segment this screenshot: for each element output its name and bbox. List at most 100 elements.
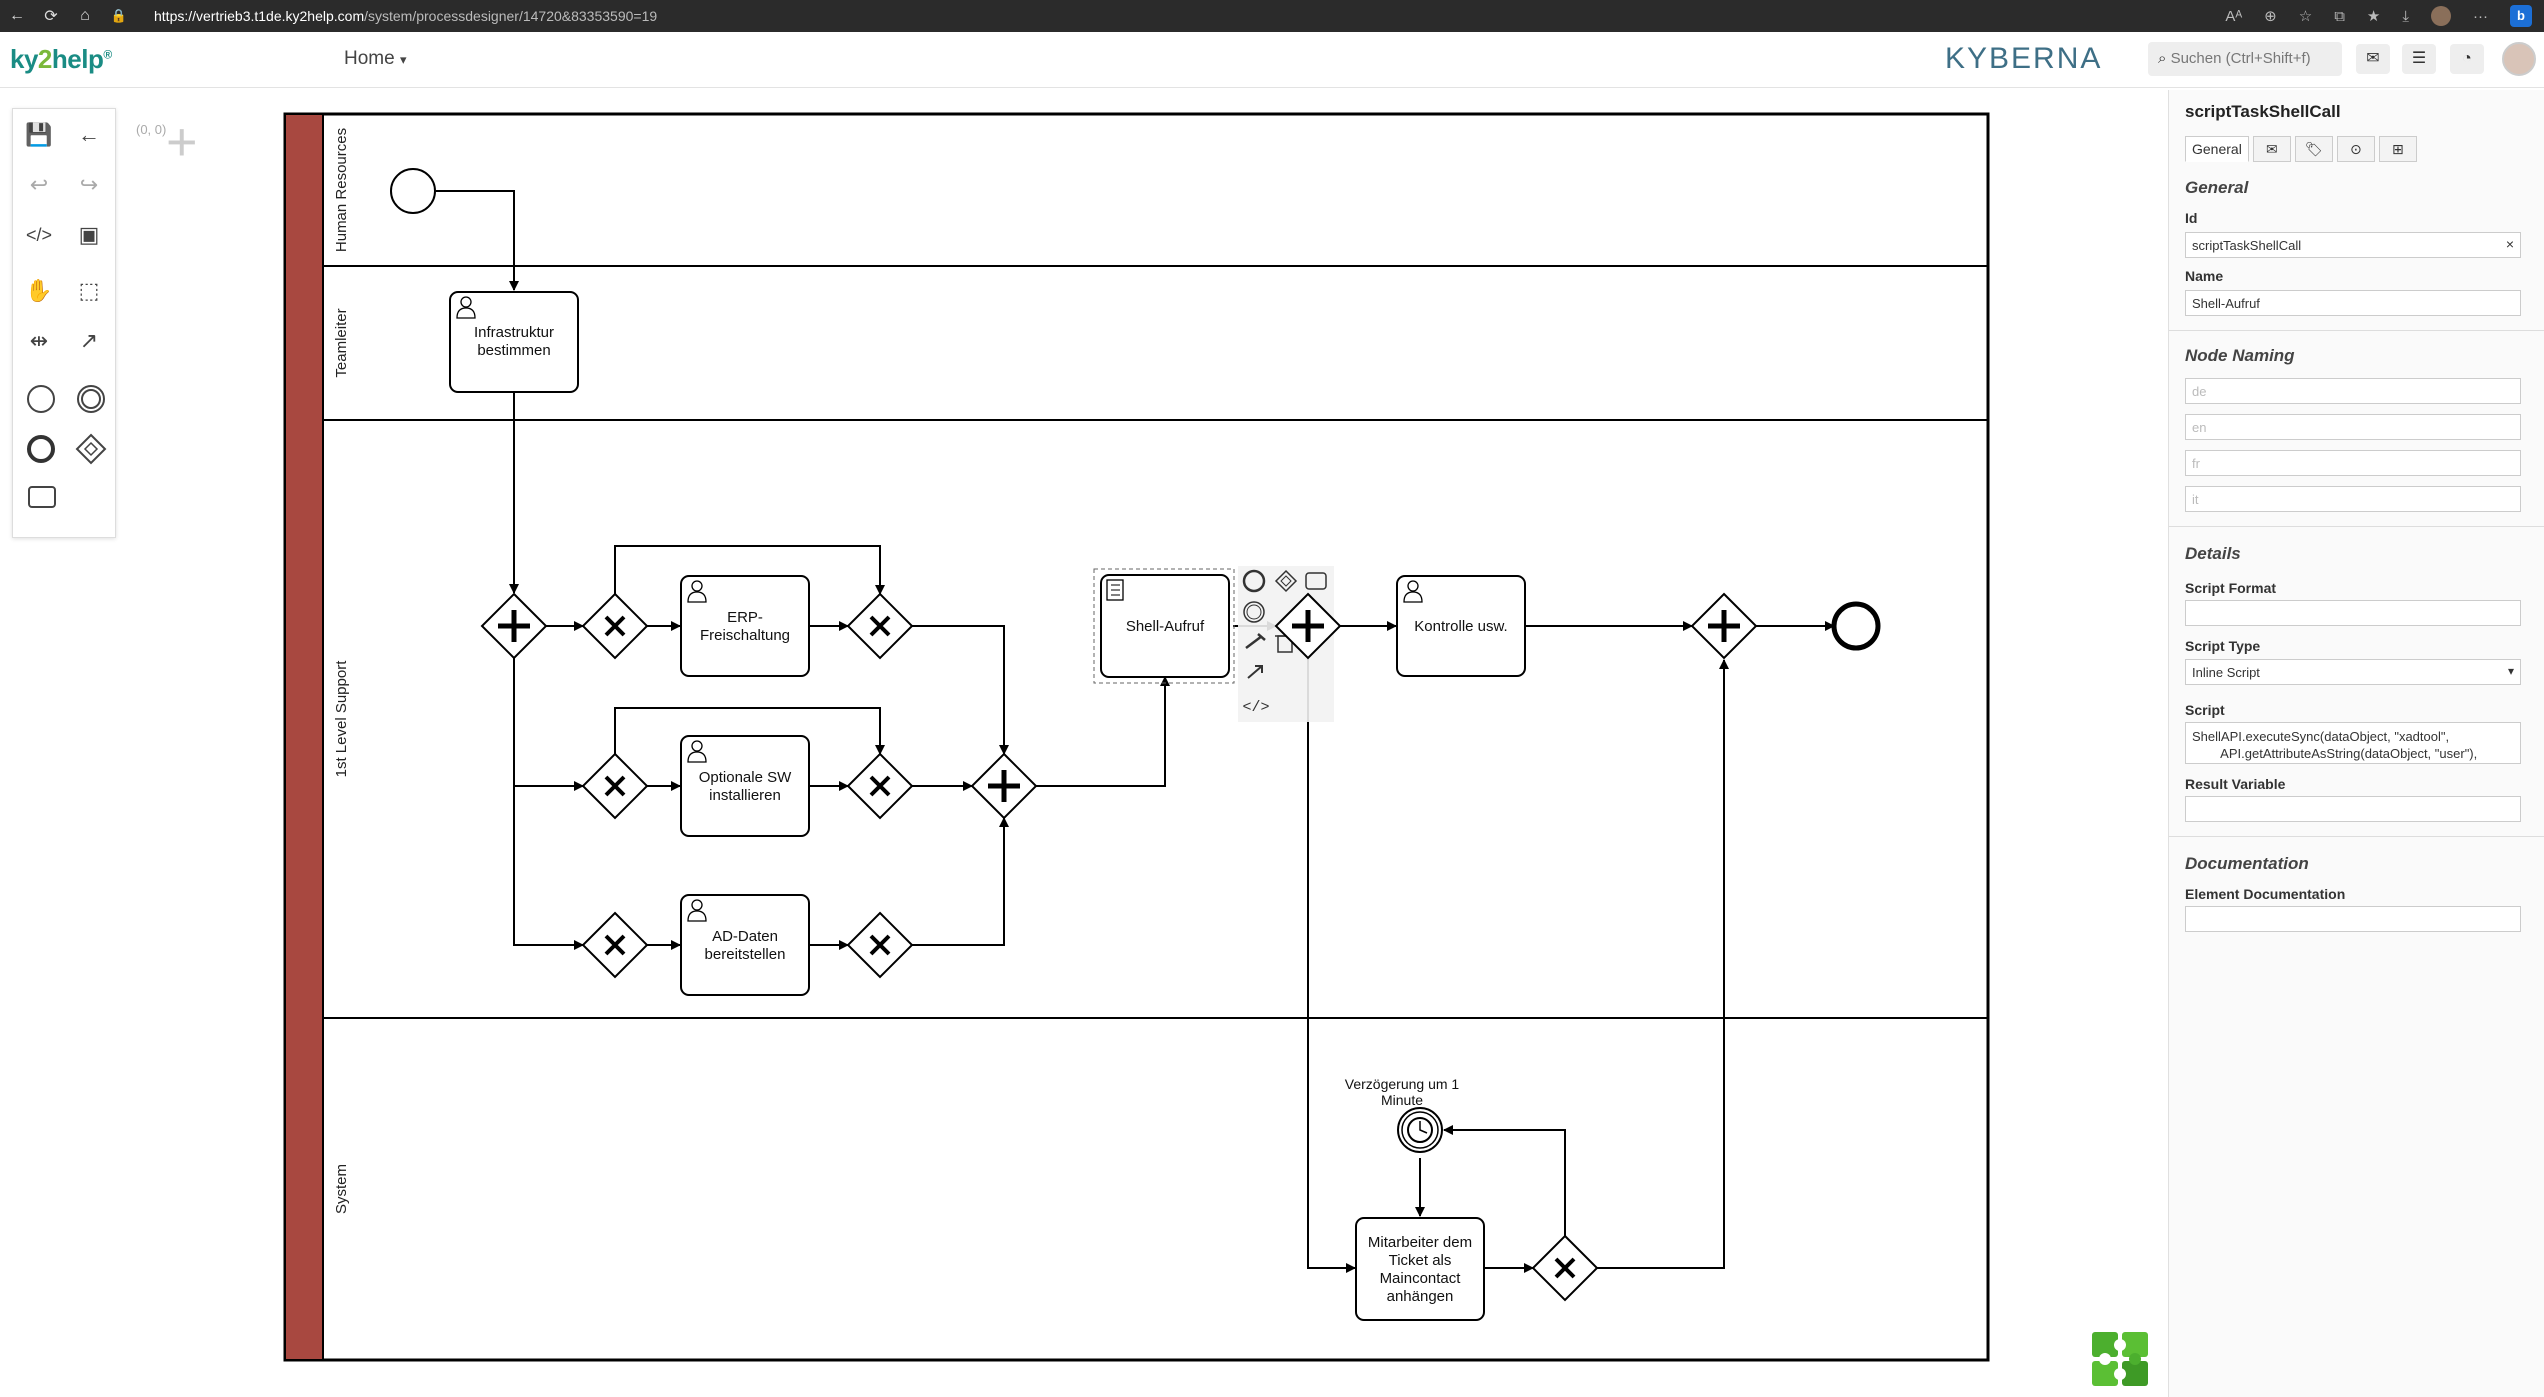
origin-crosshair-icon: + bbox=[166, 112, 198, 172]
exclusive-gateway-ad-out[interactable] bbox=[846, 911, 914, 979]
image-icon[interactable]: ▣ bbox=[78, 222, 100, 247]
task-mitarbeiter-maincontact[interactable]: Mitarbeiter dem Ticket als Maincontact a… bbox=[1355, 1217, 1485, 1321]
exclusive-gateway-loop[interactable] bbox=[1531, 1234, 1599, 1302]
script-type-label: Script Type bbox=[2185, 638, 2261, 654]
id-field[interactable]: scriptTaskShellCall× bbox=[2185, 232, 2521, 258]
append-end-event-icon[interactable] bbox=[1242, 569, 1266, 593]
favorites-icon[interactable]: ★ bbox=[2366, 8, 2381, 25]
dashboard-icon[interactable]: ◔ bbox=[2450, 44, 2484, 74]
naming-de-field[interactable]: de bbox=[2185, 378, 2521, 404]
lasso-tool-icon[interactable]: ⬚ bbox=[78, 278, 100, 303]
lane-label-1st-level-support[interactable]: 1st Level Support bbox=[333, 660, 350, 778]
result-variable-field[interactable] bbox=[2185, 796, 2521, 822]
address-bar[interactable]: https://vertrieb3.t1de.ky2help.com/syste… bbox=[154, 8, 657, 24]
inbox-icon[interactable]: ✉ bbox=[2356, 44, 2390, 74]
connect-arrow-icon[interactable] bbox=[1247, 665, 1263, 679]
back-arrow-icon[interactable]: ← bbox=[78, 122, 100, 147]
task-ad-daten-bereitstellen[interactable]: AD-Daten bereitstellen bbox=[680, 894, 810, 996]
pool-header-bar[interactable] bbox=[284, 113, 324, 1361]
task-optionale-sw-installieren[interactable]: Optionale SW installieren bbox=[680, 735, 810, 837]
exclusive-gateway-erp-out[interactable] bbox=[846, 592, 914, 660]
append-gateway-icon[interactable] bbox=[1274, 569, 1298, 593]
name-field[interactable]: Shell-Aufruf bbox=[2185, 290, 2521, 316]
ky2help-logo[interactable]: ky2help® bbox=[10, 44, 112, 74]
user-task-icon bbox=[456, 296, 476, 319]
bing-icon[interactable]: b bbox=[2510, 5, 2532, 27]
download-icon[interactable]: ⤓ bbox=[2402, 7, 2409, 25]
chevron-down-icon: ▾ bbox=[399, 52, 407, 67]
coordinate-readout: (0, 0) bbox=[136, 122, 167, 137]
gateway-tool-icon[interactable] bbox=[75, 433, 107, 465]
clear-icon[interactable]: × bbox=[2505, 236, 2514, 252]
script-format-field[interactable] bbox=[2185, 600, 2521, 626]
parallel-gateway-final-join[interactable] bbox=[1690, 592, 1758, 660]
parallel-gateway-after-shell[interactable] bbox=[1274, 592, 1342, 660]
save-icon[interactable]: 💾 bbox=[25, 122, 53, 147]
undo-icon[interactable]: ↩ bbox=[29, 172, 49, 197]
naming-it-field[interactable]: it bbox=[2185, 486, 2521, 512]
read-aloud-icon[interactable]: Aᴬ bbox=[2225, 7, 2243, 25]
hand-tool-icon[interactable]: ✋ bbox=[25, 278, 53, 303]
sequence-flows[interactable] bbox=[436, 190, 1835, 1273]
name-label: Name bbox=[2185, 268, 2224, 284]
browser-toolbar: ← ⟳ ⌂ 🔒 https://vertrieb3.t1de.ky2help.c… bbox=[0, 0, 2544, 32]
exclusive-gateway-ad-in[interactable] bbox=[581, 911, 649, 979]
naming-en-field[interactable]: en bbox=[2185, 414, 2521, 440]
reload-icon[interactable]: ⟳ bbox=[44, 8, 58, 25]
end-event-tool-icon[interactable] bbox=[27, 435, 55, 463]
tab-general[interactable]: General bbox=[2185, 136, 2249, 162]
task-label-line: Infrastruktur bbox=[474, 324, 554, 341]
exclusive-gateway-erp-in[interactable] bbox=[581, 592, 649, 660]
start-event[interactable] bbox=[390, 168, 436, 214]
id-label: Id bbox=[2185, 210, 2198, 226]
profile-icon[interactable] bbox=[2431, 6, 2451, 26]
tab-tags-icon[interactable]: 🏷 bbox=[2294, 136, 2333, 162]
end-event[interactable] bbox=[1831, 601, 1881, 651]
zoom-icon[interactable]: ⊕ bbox=[2264, 8, 2277, 25]
lane-label-teamleiter[interactable]: Teamleiter bbox=[333, 308, 350, 377]
back-icon[interactable]: ← bbox=[9, 7, 25, 24]
extensions-icon[interactable]: ⧉ bbox=[2334, 7, 2345, 25]
tab-events-icon[interactable]: ⊙ bbox=[2336, 136, 2375, 162]
avatar[interactable] bbox=[2502, 42, 2536, 76]
naming-fr-field[interactable]: fr bbox=[2185, 450, 2521, 476]
section-node-naming-title: Node Naming bbox=[2185, 346, 2295, 365]
home-menu[interactable]: Home ▾ bbox=[344, 48, 407, 70]
more-icon[interactable]: ··· bbox=[2473, 7, 2488, 25]
search-input[interactable]: ⌕ Suchen (Ctrl+Shift+f) bbox=[2148, 42, 2342, 76]
favorite-icon[interactable]: ☆ bbox=[2298, 8, 2313, 25]
append-task-icon[interactable] bbox=[1305, 572, 1327, 590]
code-icon[interactable]: </> bbox=[25, 225, 53, 245]
lane-label-system[interactable]: System bbox=[333, 1164, 350, 1214]
task-tool-icon[interactable] bbox=[28, 486, 56, 508]
parallel-gateway-split[interactable] bbox=[480, 592, 548, 660]
start-event-tool-icon[interactable] bbox=[27, 385, 55, 413]
puzzle-logo-icon[interactable] bbox=[2090, 1330, 2150, 1388]
home-icon[interactable]: ⌂ bbox=[80, 7, 90, 24]
script-type-select[interactable]: Inline Script▾ bbox=[2185, 659, 2521, 685]
script-task-shell-aufruf[interactable]: Shell-Aufruf bbox=[1093, 568, 1235, 684]
exclusive-gateway-sw-out[interactable] bbox=[846, 752, 914, 820]
tab-extensions-icon[interactable]: ⊞ bbox=[2378, 136, 2417, 162]
parallel-gateway-join[interactable] bbox=[970, 752, 1038, 820]
task-erp-freischaltung[interactable]: ERP- Freischaltung bbox=[680, 575, 810, 677]
wrench-icon[interactable] bbox=[1245, 633, 1266, 649]
code-icon[interactable]: </> bbox=[1242, 699, 1269, 716]
tab-messages-icon[interactable]: ✉ bbox=[2252, 136, 2291, 162]
script-textarea[interactable]: ShellAPI.executeSync(dataObject, "xadtoo… bbox=[2185, 722, 2521, 764]
bpmn-canvas[interactable]: Human Resources Teamleiter 1st Level Sup… bbox=[280, 110, 2000, 1370]
element-documentation-field[interactable] bbox=[2185, 906, 2521, 932]
task-infrastruktur-bestimmen[interactable]: Infrastruktur bestimmen bbox=[449, 291, 579, 393]
redo-icon[interactable]: ↪ bbox=[79, 172, 99, 197]
divider bbox=[2169, 836, 2544, 837]
list-icon[interactable]: ☰ bbox=[2402, 44, 2436, 74]
task-label-line: Freischaltung bbox=[700, 627, 790, 644]
exclusive-gateway-sw-in[interactable] bbox=[581, 752, 649, 820]
connect-tool-icon[interactable]: ↗ bbox=[79, 328, 99, 353]
space-tool-icon[interactable]: ⇹ bbox=[29, 328, 49, 353]
append-intermediate-event-icon[interactable] bbox=[1243, 601, 1265, 623]
task-kontrolle[interactable]: Kontrolle usw. bbox=[1396, 575, 1526, 677]
intermediate-event-tool-icon[interactable] bbox=[77, 385, 105, 413]
lane-label-human-resources[interactable]: Human Resources bbox=[333, 128, 350, 252]
timer-event[interactable] bbox=[1397, 1107, 1443, 1153]
